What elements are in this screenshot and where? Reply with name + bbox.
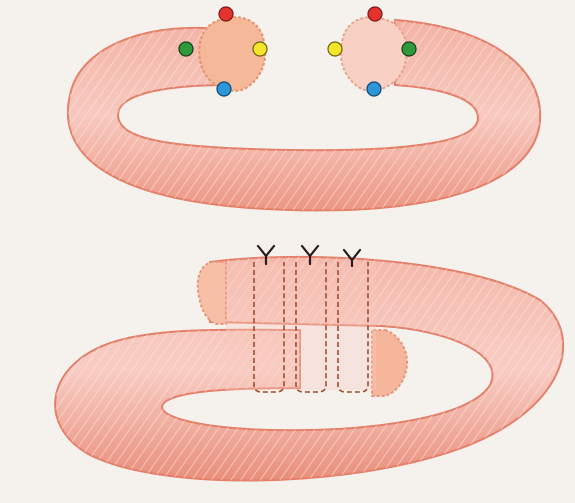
sutured-ends-panel — [55, 246, 563, 481]
overlap-region — [226, 262, 376, 390]
marker-blue-left — [217, 82, 231, 96]
tube-stripes-top — [68, 20, 540, 210]
marker-blue-right — [367, 82, 381, 96]
marker-yellow-right — [328, 42, 342, 56]
right-cut-end — [341, 17, 407, 91]
marker-red-right — [368, 7, 382, 21]
marker-red-left — [219, 7, 233, 21]
lower-cut-end — [372, 330, 407, 396]
separated-ends-panel — [68, 7, 540, 210]
marker-yellow-left — [253, 42, 267, 56]
marker-green-right — [402, 42, 416, 56]
upper-cut-end — [198, 262, 226, 324]
marker-green-left — [179, 42, 193, 56]
